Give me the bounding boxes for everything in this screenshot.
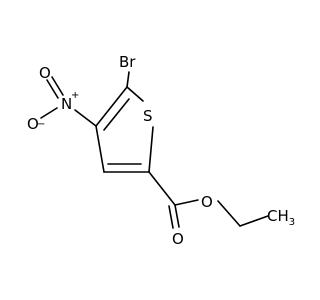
bond-c2-s bbox=[126, 86, 144, 102]
bond-c3-c2 bbox=[95, 86, 128, 127]
atom-n: N bbox=[61, 95, 72, 113]
bond-c3-n bbox=[74, 109, 97, 127]
bond-carbonyl-c-o-double-a bbox=[174, 204, 180, 228]
bond-ester-o-ch2 bbox=[217, 200, 241, 227]
bond-c3-c4 bbox=[95, 125, 105, 173]
atom-ch3-label: CH bbox=[267, 207, 289, 225]
bond-c3-c2-inner bbox=[103, 98, 130, 131]
atom-o-ester: O bbox=[201, 193, 213, 211]
atom-ch3-subscript: 3 bbox=[289, 217, 295, 228]
bond-carbonyl-c-ester-o bbox=[174, 199, 199, 206]
bond-c5-carbonyl-c bbox=[148, 171, 176, 206]
atom-o-carbonyl: O bbox=[172, 230, 184, 248]
atom-o-double-nitro: O bbox=[39, 64, 51, 82]
bond-ch2-ch3 bbox=[239, 215, 269, 227]
atom-n-charge: + bbox=[71, 90, 79, 101]
atom-br: Br bbox=[119, 53, 136, 71]
bond-n-o-double-b bbox=[46, 79, 59, 99]
bond-carbonyl-c-o-double-b bbox=[168, 205, 174, 229]
atom-o-single-charge: − bbox=[37, 119, 45, 130]
molecule-diagram: Br S N + O − O O O CH3 bbox=[27, 53, 295, 248]
atom-s: S bbox=[143, 107, 153, 125]
structure-canvas: Br S N + O − O O O CH3 bbox=[27, 53, 295, 248]
bond-n-o-single bbox=[40, 107, 58, 119]
atom-ch3: CH3 bbox=[267, 207, 295, 228]
atom-o-single: O bbox=[27, 115, 39, 133]
bond-c2-br bbox=[126, 71, 130, 88]
bond-n-o-double-a bbox=[51, 76, 64, 96]
bond-s-c5 bbox=[148, 126, 154, 173]
